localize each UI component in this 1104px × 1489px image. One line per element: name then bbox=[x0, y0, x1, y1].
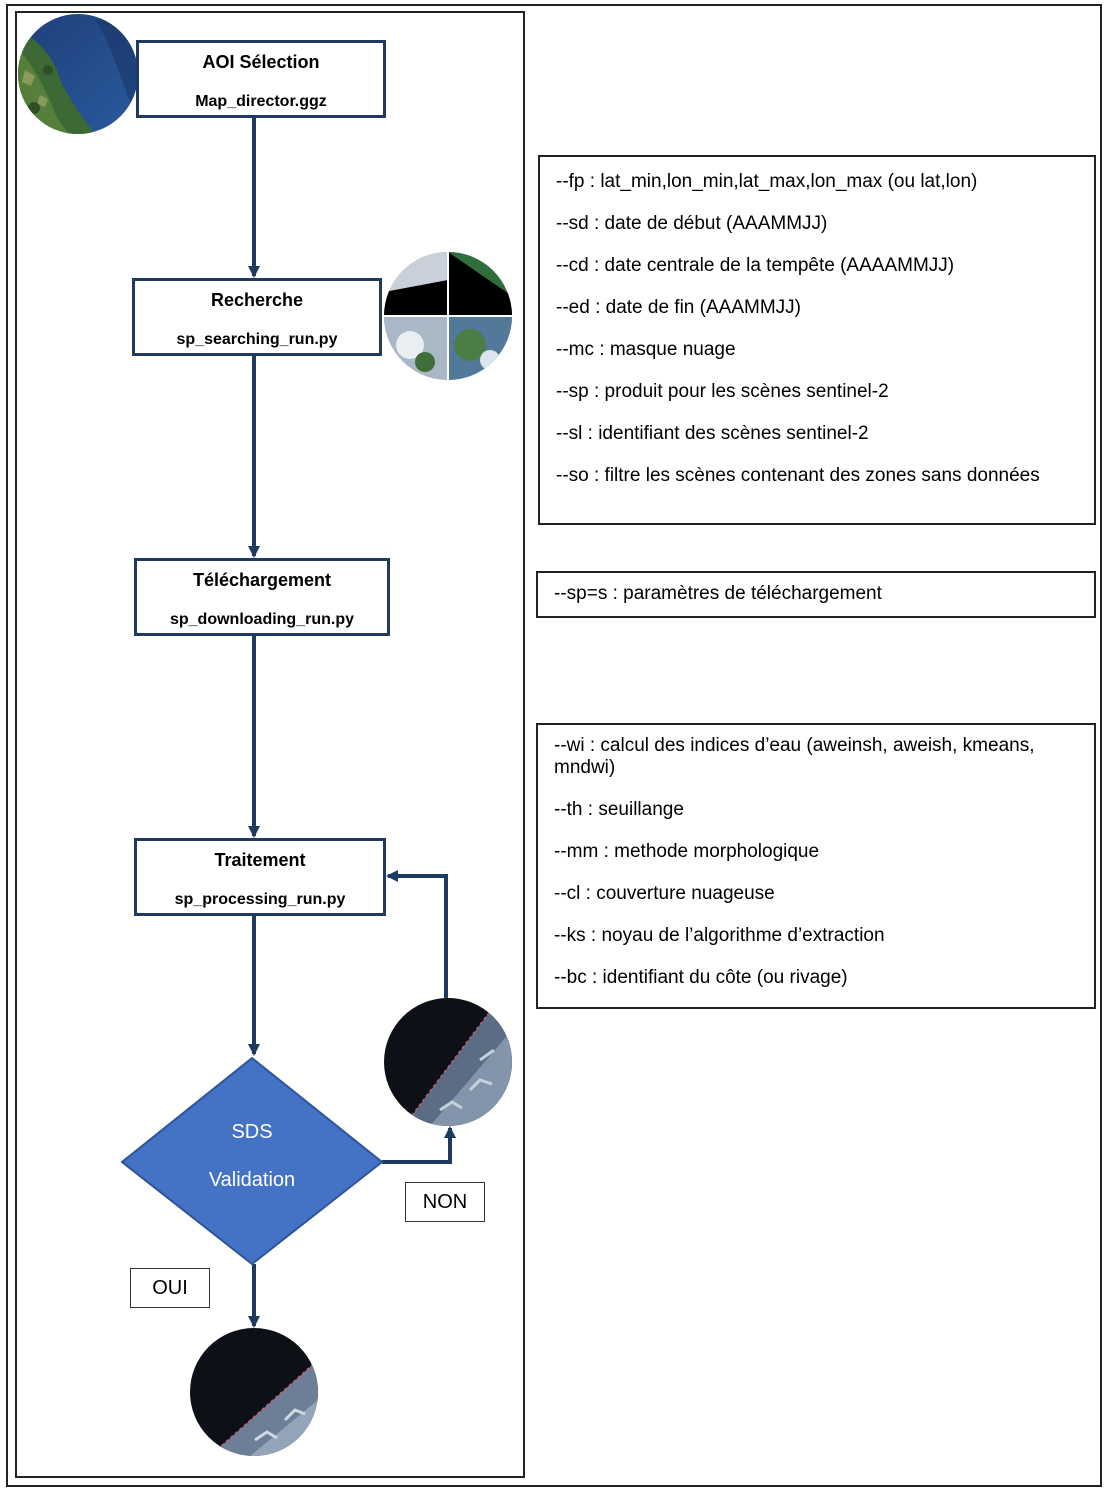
step-recherche-title: Recherche bbox=[210, 290, 304, 310]
param-line: --ks : noyau de l’algorithme d’extractio… bbox=[554, 925, 885, 946]
arrow-feedback-loop bbox=[386, 870, 448, 998]
param-box-recherche: --fp : lat_min,lon_min,lat_max,lon_max (… bbox=[538, 155, 1096, 525]
param-line: --bc : identifiant du côte (ou rivage) bbox=[554, 967, 848, 988]
param-line: --sl : identifiant des scènes sentinel-2 bbox=[556, 423, 869, 444]
step-traitement-title: Traitement bbox=[214, 850, 306, 870]
param-line: --th : seuillange bbox=[554, 799, 684, 820]
outer-frame bbox=[6, 4, 1102, 1487]
param-line: --cd : date centrale de la tempête (AAAA… bbox=[556, 255, 955, 276]
satellite-map-thumbnail bbox=[18, 14, 138, 134]
step-aoi-script: Map_director.ggz bbox=[195, 93, 327, 110]
param-line: --sp=s : paramètres de téléchargement bbox=[554, 583, 882, 604]
param-line: --mm : methode morphologique bbox=[554, 841, 820, 862]
param-box-traitement: --wi : calcul des indices d’eau (aweinsh… bbox=[536, 723, 1096, 1009]
decision-line2: Validation bbox=[209, 1169, 295, 1191]
workflow-panel bbox=[15, 11, 525, 1478]
param-line: --fp : lat_min,lon_min,lat_max,lon_max (… bbox=[556, 171, 978, 192]
step-telechargement-script: sp_downloading_run.py bbox=[169, 611, 354, 628]
param-line: --sd : date de début (AAAMMJJ) bbox=[556, 213, 828, 234]
step-telechargement: Téléchargement sp_downloading_run.py bbox=[134, 558, 390, 636]
step-recherche-script: sp_searching_run.py bbox=[176, 331, 338, 348]
param-box-telechargement: --sp=s : paramètres de téléchargement bbox=[536, 571, 1096, 618]
param-line: --sp : produit pour les scènes sentinel-… bbox=[556, 381, 889, 402]
decision-line1: SDS bbox=[231, 1121, 272, 1143]
param-line: --ed : date de fin (AAAMMJJ) bbox=[556, 297, 801, 318]
branch-label-non: NON bbox=[405, 1182, 485, 1222]
step-traitement-script: sp_processing_run.py bbox=[174, 891, 346, 908]
param-line: --so : filtre les scènes contenant des z… bbox=[556, 465, 1040, 486]
step-aoi-title: AOI Sélection bbox=[202, 52, 320, 72]
shoreline-extraction-thumbnail bbox=[384, 998, 512, 1126]
sentinel-scenes-thumbnail bbox=[384, 252, 512, 380]
step-traitement: Traitement sp_processing_run.py bbox=[134, 838, 386, 916]
param-line: --mc : masque nuage bbox=[556, 339, 736, 360]
arrow-non-branch bbox=[382, 1126, 456, 1164]
param-line: --cl : couverture nuageuse bbox=[554, 883, 775, 904]
branch-label-oui: OUI bbox=[130, 1268, 210, 1308]
validated-shoreline-thumbnail bbox=[190, 1328, 318, 1456]
step-aoi-selection: AOI Sélection Map_director.ggz bbox=[136, 40, 386, 118]
param-line: --wi : calcul des indices d’eau (aweinsh… bbox=[554, 735, 1035, 778]
step-recherche: Recherche sp_searching_run.py bbox=[132, 278, 382, 356]
decision-diamond bbox=[120, 1056, 384, 1266]
step-telechargement-title: Téléchargement bbox=[192, 570, 332, 590]
